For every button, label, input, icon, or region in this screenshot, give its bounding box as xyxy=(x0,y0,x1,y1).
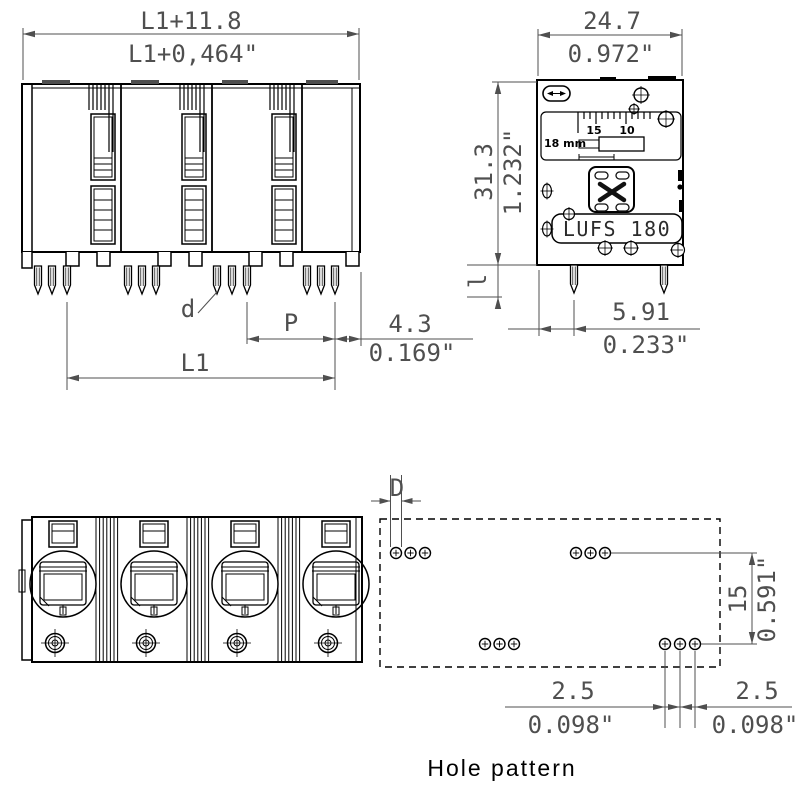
front-pins xyxy=(33,265,340,295)
hole-groups xyxy=(389,546,702,651)
pin-length-label: l xyxy=(464,274,492,288)
screw-icon xyxy=(670,242,686,258)
top-view xyxy=(18,516,370,663)
dim-side-width-in: 0.972" xyxy=(568,40,655,68)
mounting-feet xyxy=(21,252,360,269)
oval-screw-icon xyxy=(540,220,554,238)
pin-diameter-label: d xyxy=(181,295,195,323)
screw-icon xyxy=(628,103,640,115)
dim-edge-offset-in: 0.169" xyxy=(369,339,456,367)
side-view: 24.7 0.972" xyxy=(464,7,700,359)
oval-screw-icon xyxy=(540,182,554,200)
product-label: LUFS 180 xyxy=(551,213,683,244)
dim-side-height-in: 1.232" xyxy=(499,129,527,216)
dim-row-spacing-mm: 15 xyxy=(724,585,752,614)
dim-pitch-right-mm: 2.5 xyxy=(735,677,778,705)
dim-overall-width-mm: L1+11.8 xyxy=(140,7,241,35)
dim-side-height-mm: 31.3 xyxy=(470,143,498,201)
dim-pitch-left-in: 0.098" xyxy=(528,711,615,739)
pitch-label: P xyxy=(284,309,298,337)
product-marking: LUFS 180 xyxy=(563,217,671,241)
dim-row-spacing: 15 0.591" xyxy=(611,552,781,645)
span-label: L1 xyxy=(181,349,210,377)
screw-icon xyxy=(632,86,650,104)
dim-row-spacing-in: 0.591" xyxy=(753,556,781,643)
screw-icon xyxy=(562,207,576,221)
hole-diameter-label: D xyxy=(390,474,404,502)
front-body xyxy=(21,80,361,295)
view-caption: Hole pattern xyxy=(427,755,576,781)
dim-pin-offset-in: 0.233" xyxy=(603,331,690,359)
ruler-mark-15: 15 xyxy=(586,124,601,137)
pole-hatch xyxy=(95,518,301,661)
side-pin xyxy=(569,264,579,294)
screw-icon xyxy=(597,240,613,256)
dim-pin-length: l xyxy=(464,265,502,309)
dim-overall-width: L1+11.8 L1+0,464" xyxy=(22,7,360,80)
dim-pitch-left-mm: 2.5 xyxy=(551,677,594,705)
board-outline xyxy=(379,518,721,668)
dim-pin-offset: 5.91 0.233" xyxy=(508,270,700,359)
dim-pin-offset-mm: 5.91 xyxy=(612,298,670,326)
dim-span: L1 xyxy=(66,302,335,390)
double-arrow-icon xyxy=(542,85,571,102)
dim-pitch-right-in: 0.098" xyxy=(712,711,799,739)
dim-edge-offset-mm: 4.3 xyxy=(388,310,431,338)
side-pin xyxy=(659,264,669,294)
hole-pattern-view: D 15 0.591" 2.5 0.098" 2.5 0.098" xyxy=(371,474,798,739)
screw-icon xyxy=(623,240,639,256)
dim-pitch: P xyxy=(246,302,336,390)
side-body: 15 10 18 mm xyxy=(536,76,686,294)
dim-edge-offset: 4.3 0.169" xyxy=(335,272,473,367)
ruler-mark-10: 10 xyxy=(619,124,635,137)
dim-side-height: 31.3 1.232" xyxy=(467,81,537,266)
front-view: L1+11.8 L1+0,464" xyxy=(21,7,473,390)
dim-side-width: 24.7 0.972" xyxy=(537,7,683,76)
dim-hole-diameter: D xyxy=(371,474,421,547)
dim-pin-diameter: d xyxy=(181,291,218,323)
dim-hole-pitch: 2.5 0.098" 2.5 0.098" xyxy=(505,651,798,739)
ruler-icon xyxy=(577,112,651,133)
brand-logo xyxy=(588,166,635,213)
dim-side-width-mm: 24.7 xyxy=(583,7,641,35)
wire-gauge-icon xyxy=(578,136,645,160)
strip-gauge-panel: 15 10 18 mm xyxy=(540,111,682,161)
strip-length-marking: 18 mm xyxy=(544,137,586,150)
dim-overall-width-in: L1+0,464" xyxy=(128,40,258,68)
